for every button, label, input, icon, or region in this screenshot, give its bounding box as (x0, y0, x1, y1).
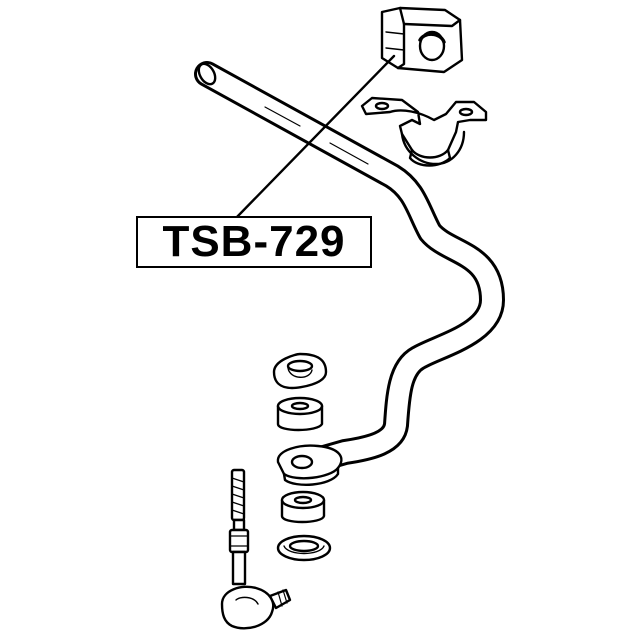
bushing-bracket (360, 96, 488, 167)
link-cup-washer-top (272, 352, 328, 390)
part-number-label: TSB-729 (136, 216, 372, 268)
bar-end-eye (276, 444, 343, 486)
stabilizer-link-rod (220, 468, 292, 630)
leader-line (234, 54, 396, 220)
stabilizer-bar (194, 61, 505, 475)
link-rubber-bushing-upper (276, 396, 324, 432)
stabilizer-bushing (380, 6, 464, 74)
link-rubber-bushing-lower (280, 490, 326, 524)
link-cup-washer-bottom (276, 534, 332, 562)
